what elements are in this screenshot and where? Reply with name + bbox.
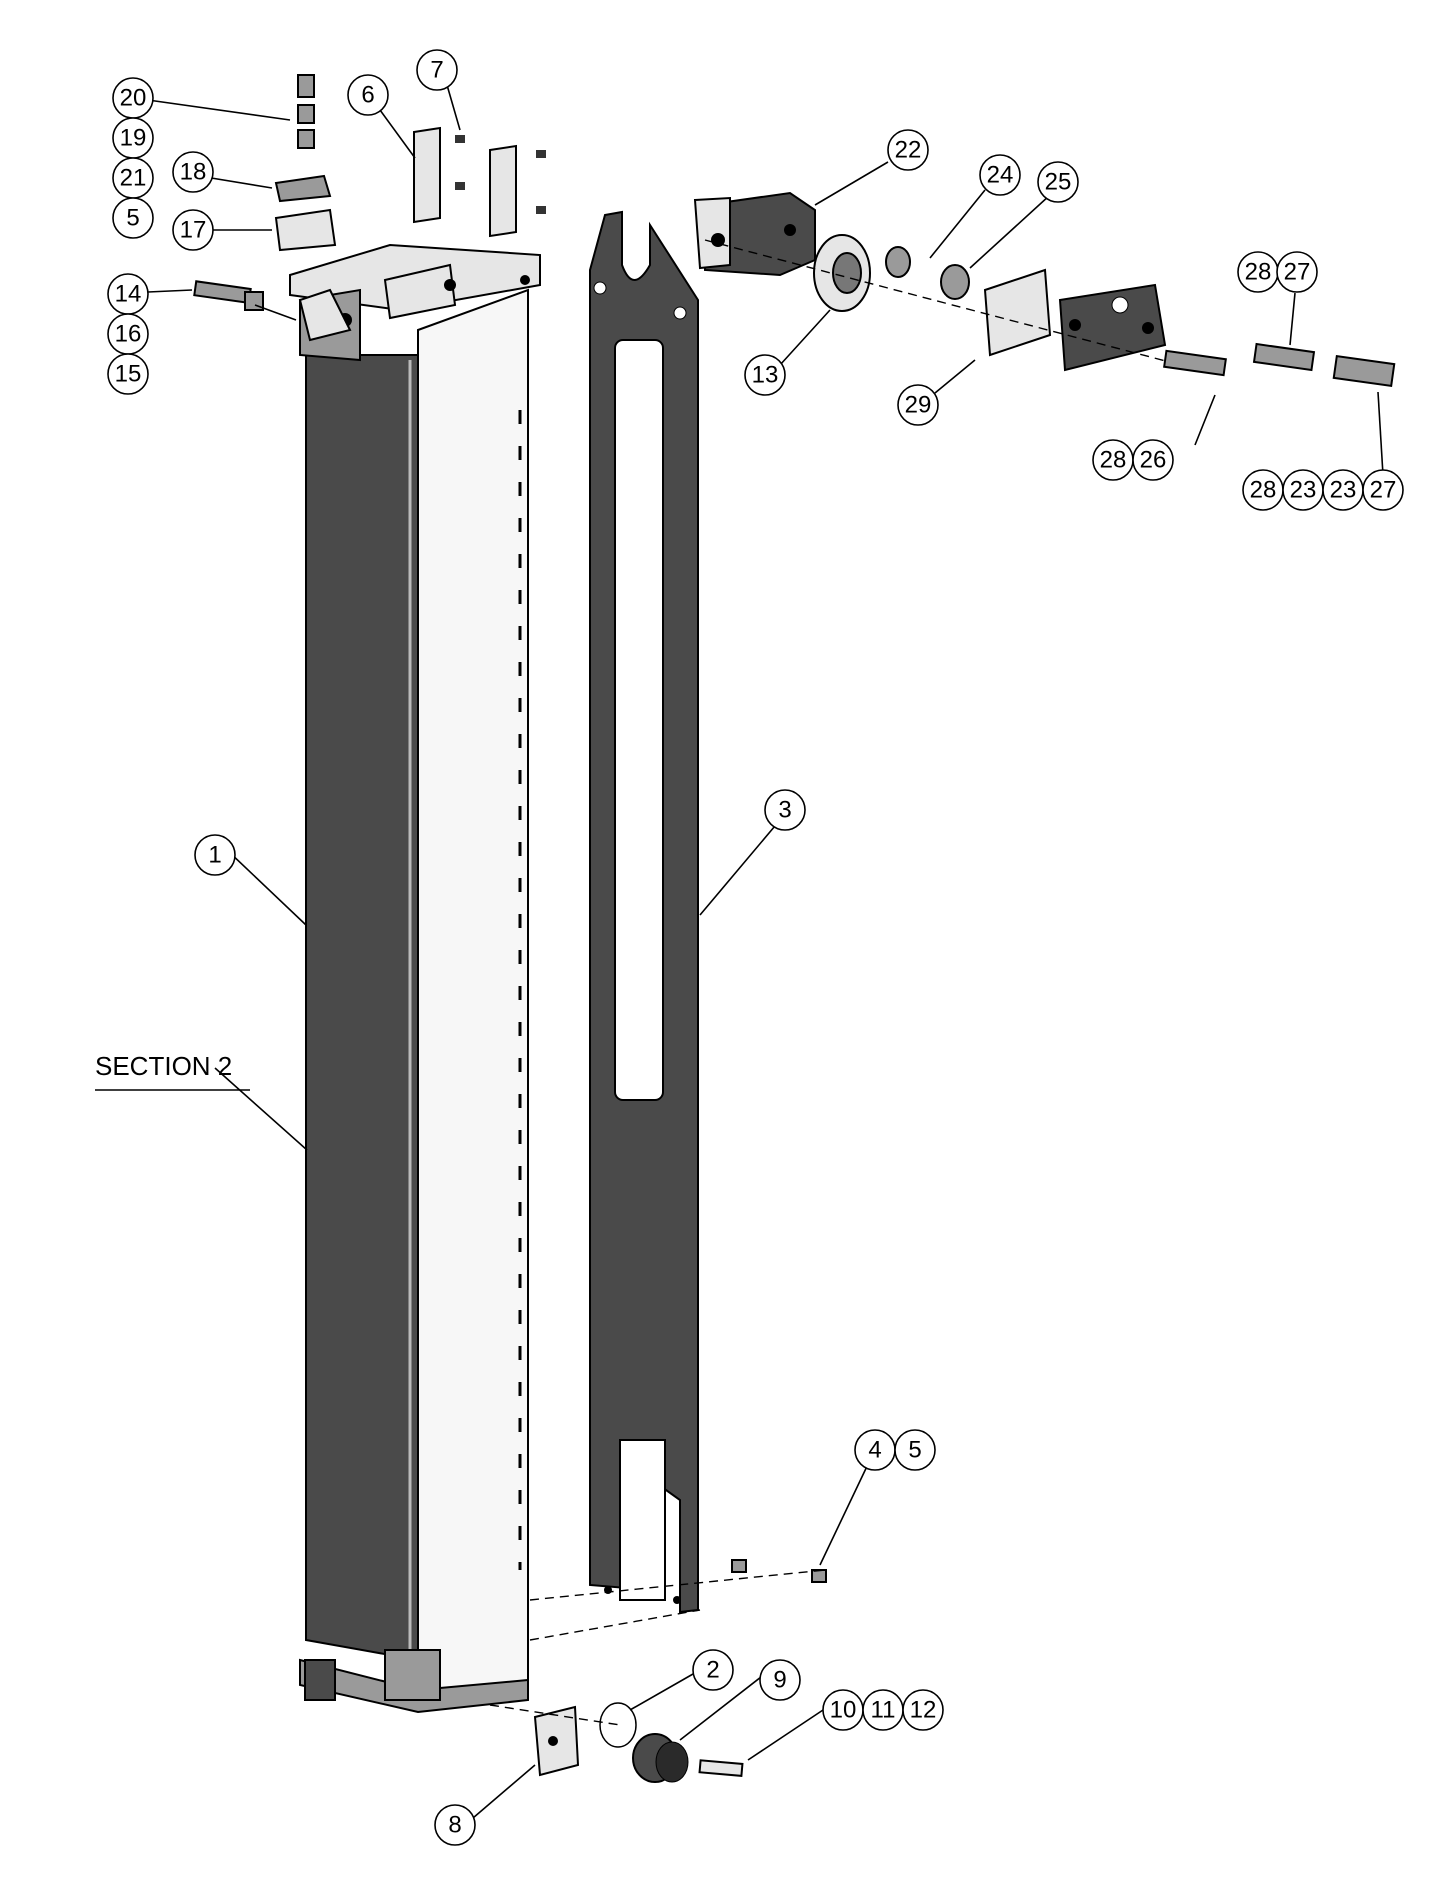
balloon-28-c: 28 <box>1242 469 1284 511</box>
column-light-face <box>417 288 529 1692</box>
balloon-16: 16 <box>107 313 149 355</box>
svg-text:27: 27 <box>1370 477 1397 504</box>
svg-text:22: 22 <box>895 137 922 164</box>
part-18 <box>274 174 332 203</box>
part-6-b <box>489 144 517 238</box>
lift-arm-slot <box>614 339 664 1101</box>
svg-text:15: 15 <box>115 361 142 388</box>
balloon-28-b: 28 <box>1092 439 1134 481</box>
balloon-9: 9 <box>759 1659 801 1701</box>
balloon-6: 6 <box>347 74 389 116</box>
top-hardware <box>193 74 546 311</box>
balloon-7: 7 <box>416 49 458 91</box>
svg-text:8: 8 <box>448 1812 461 1839</box>
column-assembly <box>289 243 541 1714</box>
svg-text:28: 28 <box>1250 477 1277 504</box>
balloon-1: 1 <box>194 834 236 876</box>
balloon-13: 13 <box>744 354 786 396</box>
svg-text:16: 16 <box>115 321 142 348</box>
balloon-8: 8 <box>434 1804 476 1846</box>
svg-text:7: 7 <box>430 57 443 84</box>
balloon-21: 21 <box>112 157 154 199</box>
part-26-plate <box>1058 283 1167 372</box>
svg-text:10: 10 <box>830 1697 857 1724</box>
balloon-18: 18 <box>172 151 214 193</box>
svg-text:6: 6 <box>361 82 374 109</box>
balloon-2: 2 <box>692 1649 734 1691</box>
balloon-29: 29 <box>897 384 939 426</box>
leader-lines <box>95 84 1384 1819</box>
svg-text:28: 28 <box>1245 259 1272 286</box>
wheel-assembly <box>693 191 1396 388</box>
lift-arm <box>589 210 699 1614</box>
part-24 <box>885 246 911 278</box>
svg-text:3: 3 <box>778 797 791 824</box>
part-2 <box>599 1702 637 1748</box>
balloon-20: 20 <box>112 77 154 119</box>
balloon-22: 22 <box>887 129 929 171</box>
balloon-5-top: 5 <box>112 197 154 239</box>
svg-text:2: 2 <box>706 1657 719 1684</box>
svg-text:4: 4 <box>868 1437 881 1464</box>
balloon-3: 3 <box>764 789 806 831</box>
part-29-plate <box>983 268 1052 357</box>
balloon-17: 17 <box>172 209 214 251</box>
svg-text:11: 11 <box>871 1697 896 1724</box>
balloon-24: 24 <box>979 154 1021 196</box>
svg-text:26: 26 <box>1140 447 1167 474</box>
svg-text:9: 9 <box>773 1667 786 1694</box>
svg-text:28: 28 <box>1100 447 1127 474</box>
svg-text:23: 23 <box>1290 477 1317 504</box>
balloon-27-b: 27 <box>1362 469 1404 511</box>
balloon-28-a: 28 <box>1237 251 1279 293</box>
part-17 <box>274 208 337 252</box>
svg-text:25: 25 <box>1045 169 1072 196</box>
balloon-27-a: 27 <box>1276 251 1318 293</box>
balloon-26: 26 <box>1132 439 1174 481</box>
svg-text:27: 27 <box>1284 259 1311 286</box>
balloon-25: 25 <box>1037 161 1079 203</box>
svg-text:24: 24 <box>987 162 1014 189</box>
part-6-a <box>413 126 441 224</box>
svg-text:12: 12 <box>910 1697 937 1724</box>
balloon-4: 4 <box>854 1429 896 1471</box>
balloon-5-bottom: 5 <box>894 1429 936 1471</box>
svg-text:29: 29 <box>905 392 932 419</box>
svg-text:1: 1 <box>208 842 221 869</box>
svg-text:5: 5 <box>126 205 139 232</box>
column-dark-face <box>305 354 419 1662</box>
balloon-10: 10 <box>822 1689 864 1731</box>
balloon-15: 15 <box>107 353 149 395</box>
balloon-23-a: 23 <box>1282 469 1324 511</box>
balloon-11: 11 <box>862 1689 904 1731</box>
balloon-12: 12 <box>902 1689 944 1731</box>
svg-text:21: 21 <box>120 165 147 192</box>
svg-text:14: 14 <box>115 281 142 308</box>
section-label: SECTION 2 <box>95 1051 232 1081</box>
svg-text:23: 23 <box>1330 477 1357 504</box>
svg-text:5: 5 <box>908 1437 921 1464</box>
balloon-19: 19 <box>112 117 154 159</box>
svg-text:20: 20 <box>120 85 147 112</box>
svg-text:13: 13 <box>752 362 779 389</box>
bottom-hardware <box>489 1559 827 1783</box>
part-25 <box>940 264 970 300</box>
svg-text:17: 17 <box>180 217 207 244</box>
svg-text:18: 18 <box>180 159 207 186</box>
svg-text:19: 19 <box>120 125 147 152</box>
balloon-14: 14 <box>107 273 149 315</box>
balloon-23-b: 23 <box>1322 469 1364 511</box>
